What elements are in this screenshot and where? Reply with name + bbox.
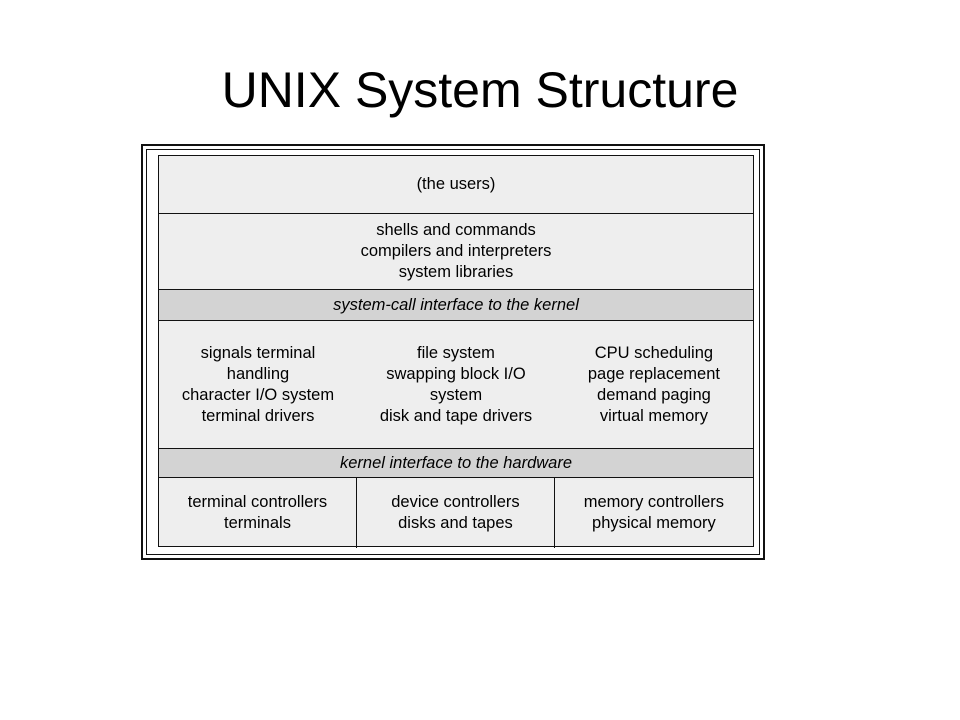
hardware-cell-device: device controllers disks and tapes	[357, 478, 555, 548]
hardware-cell-terminal: terminal controllers terminals	[159, 478, 357, 548]
kernel-right-line-1: CPU scheduling	[594, 343, 714, 362]
kernel-right-line-4: virtual memory	[599, 406, 709, 425]
hardware-interface-label: kernel interface to the hardware	[339, 453, 573, 472]
kernel-left-line-2: handling	[226, 364, 290, 383]
userland-layer: shells and commands compilers and interp…	[159, 214, 753, 290]
kernel-column-terminal: signals terminal handling character I/O …	[159, 321, 357, 448]
hardware-middle-line-2: disks and tapes	[398, 514, 513, 532]
kernel-column-memory: CPU scheduling page replacement demand p…	[555, 321, 753, 448]
hardware-right-line-1: memory controllers	[583, 493, 725, 511]
userland-line-libraries: system libraries	[398, 263, 514, 281]
kernel-left-line-4: terminal drivers	[201, 406, 315, 425]
users-layer: (the users)	[159, 156, 753, 214]
users-label: (the users)	[416, 175, 496, 193]
kernel-left-line-1: signals terminal	[200, 343, 316, 362]
syscall-interface-layer: system-call interface to the kernel	[159, 290, 753, 321]
kernel-right-line-2: page replacement	[587, 364, 720, 383]
userland-line-shells: shells and commands	[376, 221, 536, 239]
syscall-interface-label: system-call interface to the kernel	[333, 295, 579, 314]
diagram-outer-frame	[141, 144, 765, 560]
hardware-left-line-2: terminals	[224, 514, 291, 532]
hardware-layer: terminal controllers terminals device co…	[159, 478, 753, 548]
hardware-right-line-2: physical memory	[592, 514, 716, 532]
kernel-layer: signals terminal handling character I/O …	[159, 321, 753, 449]
kernel-column-filesystem: file system swapping block I/O system di…	[357, 321, 555, 448]
hardware-interface-layer: kernel interface to the hardware	[159, 449, 753, 478]
unix-structure-diagram: (the users) shells and commands compiler…	[158, 155, 754, 548]
kernel-middle-line-1: file system	[416, 343, 495, 362]
kernel-middle-line-4: disk and tape drivers	[379, 406, 533, 425]
kernel-right-line-3: demand paging	[597, 385, 711, 404]
kernel-middle-line-2: swapping block I/O	[386, 364, 526, 383]
hardware-middle-line-1: device controllers	[391, 493, 520, 511]
hardware-cell-memory: memory controllers physical memory	[555, 478, 753, 548]
kernel-middle-line-3: system	[429, 385, 483, 404]
diagram-inner-frame	[146, 149, 760, 555]
hardware-left-line-1: terminal controllers	[187, 493, 328, 511]
kernel-left-line-3: character I/O system	[181, 385, 335, 404]
slide-title: UNIX System Structure	[221, 62, 739, 118]
userland-line-compilers: compilers and interpreters	[360, 242, 552, 260]
